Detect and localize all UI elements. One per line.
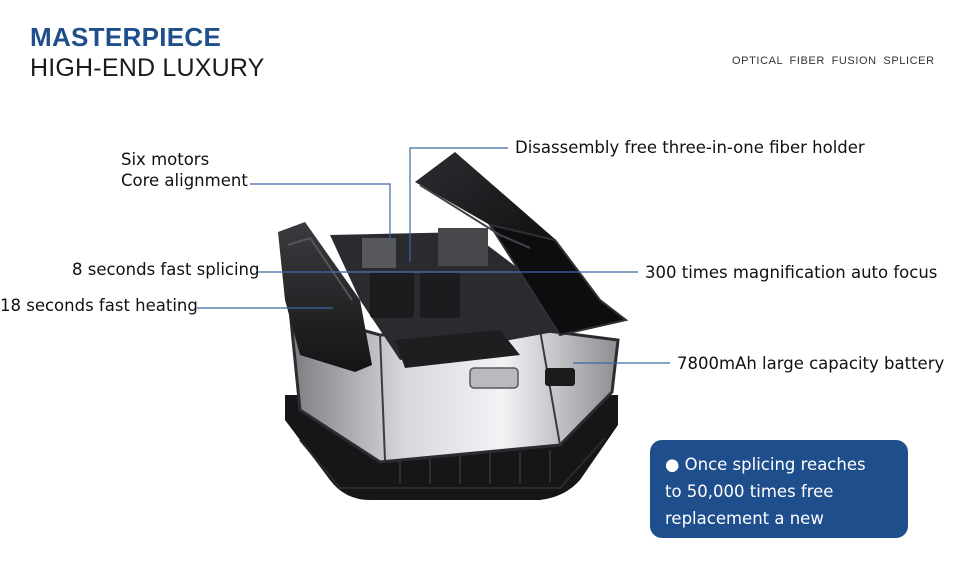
label-fiber-holder: Disassembly free three-in-one fiber hold…: [515, 138, 865, 157]
headline-title: MASTERPIECE: [30, 22, 222, 52]
label-six-motors: Six motors Core alignment: [121, 149, 248, 191]
splicer-body: [288, 307, 620, 464]
callout-lines: [197, 147, 670, 364]
heater-unit: [278, 222, 372, 372]
badge-line-2: to 50,000 times free: [665, 482, 834, 501]
badge-line-3: replacement a new machine: [665, 509, 824, 555]
label-alignment-line: Core alignment: [121, 171, 248, 190]
headline-subtitle: HIGH-END LUXURY: [30, 54, 265, 82]
wind-cover: [415, 152, 629, 337]
label-battery: 7800mAh large capacity battery: [677, 354, 945, 373]
headline: MASTERPIECE HIGH-END LUXURY: [30, 24, 265, 81]
label-splicing-time: 8 seconds fast splicing: [72, 260, 260, 279]
product-category: OPTICAL FIBER FUSION SPLICER: [732, 55, 935, 67]
warranty-badge: ● Once splicing reaches to 50,000 times …: [650, 440, 908, 555]
label-magnification: 300 times magnification auto focus: [645, 263, 938, 282]
label-motors-line: Six motors: [121, 150, 210, 169]
label-heating-time: 18 seconds fast heating: [0, 296, 198, 315]
splice-chamber: [330, 228, 565, 368]
badge-line-1: ● Once splicing reaches: [665, 455, 866, 474]
